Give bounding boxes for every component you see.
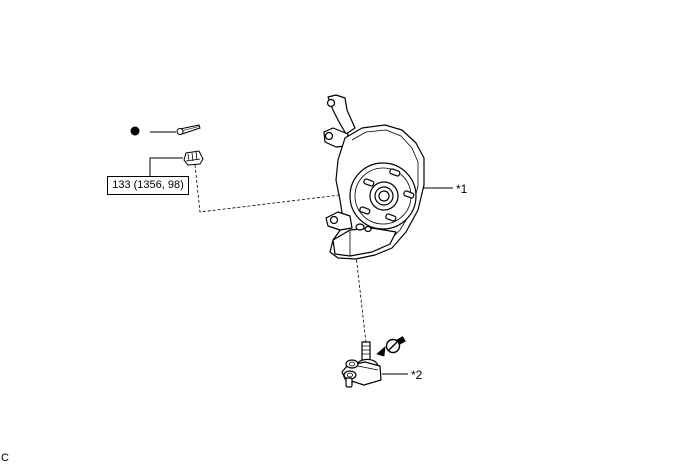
alignment-lines [194,164,367,344]
leader-lines [149,131,453,375]
ball-joint-alignment-line [355,254,367,344]
callout-ball-joint: *2 [411,368,423,382]
nut-alignment-line [194,164,341,213]
new-part-mark-icon [130,126,140,136]
torque-leader [149,157,183,176]
cotter-pin-icon [176,124,201,135]
torque-spec-box: 133 (1356, 98) [107,176,189,195]
ball-joint-icon [341,341,382,388]
castle-nut-icon [183,150,204,166]
corner-code: C [1,452,9,464]
steering-knuckle-icon [323,94,425,260]
do-not-reuse-icon [376,336,406,357]
callout-knuckle: *1 [456,182,468,196]
